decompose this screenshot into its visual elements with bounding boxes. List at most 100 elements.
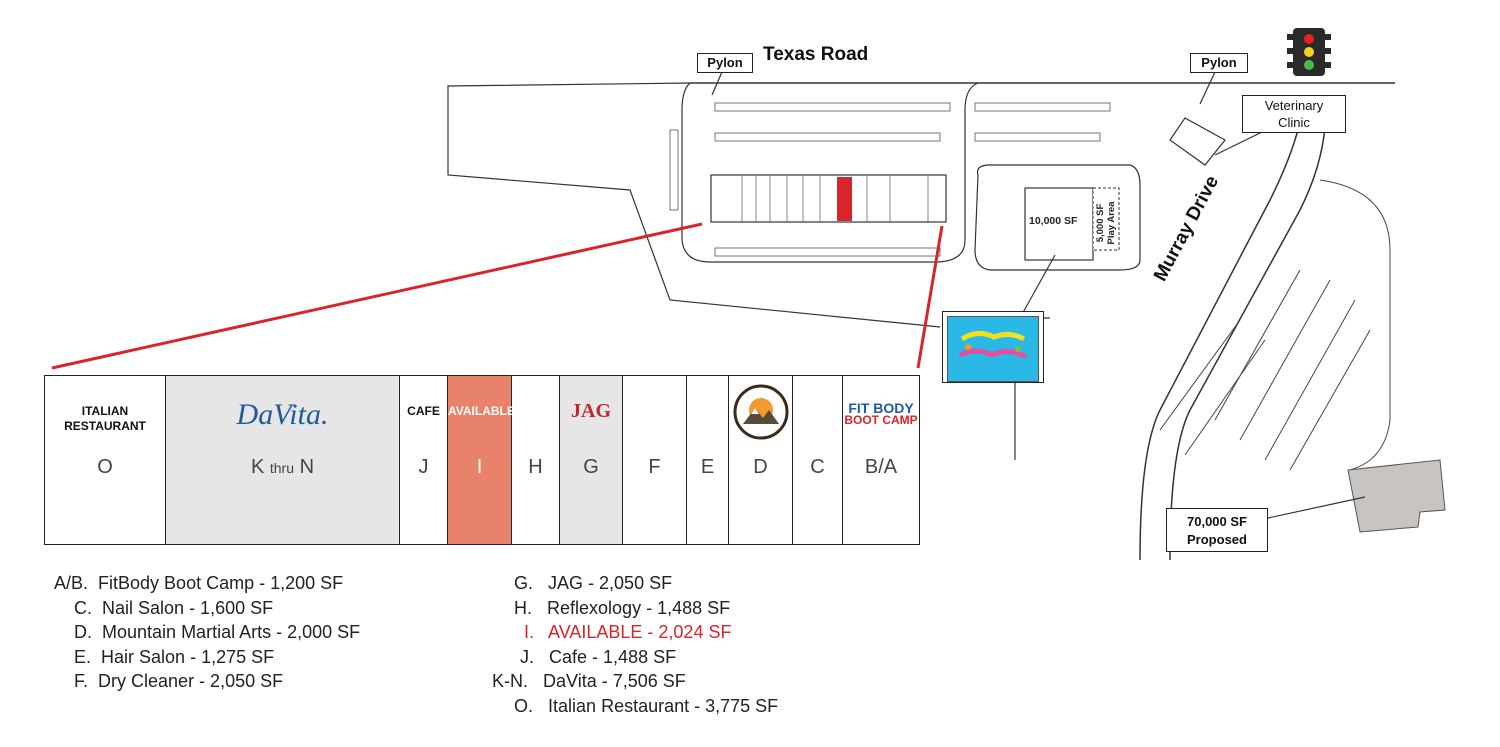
parking-lot-left: [681, 82, 979, 263]
veterinary-callout: Veterinary Clinic: [1242, 95, 1346, 133]
veterinary-line2: Clinic: [1278, 115, 1310, 130]
veterinary-building: [1169, 117, 1226, 166]
unit-thru: thru: [269, 460, 294, 476]
proposed-pointer: [1267, 496, 1366, 519]
legend-text: DaVita - 7,506 SF: [543, 671, 686, 692]
play-area: [1092, 187, 1120, 251]
legend-text: Dry Cleaner - 2,050 SF: [98, 671, 284, 692]
unit-i-letter: I: [476, 456, 483, 478]
play-area-line1: 5,000 SF: [1095, 203, 1106, 243]
unit-i-name: AVAILABLE: [448, 404, 515, 418]
fitbody-logo-line2: BOOT CAMP: [844, 413, 918, 427]
legend-code: G.: [514, 573, 534, 593]
unit-c-letter: C: [810, 456, 825, 478]
veterinary-line1: Veterinary: [1264, 98, 1324, 113]
legend-text: JAG - 2,050 SF: [548, 573, 673, 593]
legend-item: E. Hair Salon - 1,275 SF: [54, 645, 360, 670]
pylon-right-pointer: [1199, 71, 1216, 105]
legend-code: E.: [74, 646, 92, 667]
unit-f: F: [623, 376, 687, 544]
legend-text: Mountain Martial Arts - 2,000 SF: [102, 622, 361, 643]
legend-item: G. JAG - 2,050 SF: [492, 571, 778, 596]
legend-code: F.: [74, 671, 89, 692]
legend-item-available: I. AVAILABLE - 2,024 SF: [492, 620, 778, 645]
legend-item: F. Dry Cleaner - 2,050 SF: [54, 669, 360, 694]
learning-experience-logo: [947, 316, 1039, 382]
unit-k-n-letter: K thru N: [166, 456, 399, 479]
unit-g: JAG G: [560, 376, 623, 544]
parking-rows: [669, 102, 1111, 257]
mountain-martial-arts-logo: [733, 384, 789, 440]
pylon-left-callout: Pylon: [697, 53, 753, 73]
property-outline: [447, 82, 941, 328]
legend-text: AVAILABLE - 2,024 SF: [548, 622, 732, 643]
pylon-left-label: Pylon: [707, 55, 743, 70]
legend-left: A/B. FitBody Boot Camp - 1,200 SF C. Nai…: [54, 571, 360, 694]
zoom-line-right: [916, 225, 944, 369]
unit-d: D: [729, 376, 793, 544]
legend-item: O. Italian Restaurant - 3,775 SF: [492, 694, 778, 719]
legend-code: H.: [514, 597, 532, 618]
storefront-strip: ITALIAN RESTAURANT O DaVita. K thru N CA…: [44, 375, 920, 545]
pylon-right-label: Pylon: [1201, 55, 1237, 70]
pylon-right-callout: Pylon: [1190, 53, 1248, 73]
proposed-callout: 70,000 SF Proposed: [1166, 508, 1268, 552]
fitbody-logo-line1: FIT BODY: [848, 400, 914, 416]
jag-logo: JAG: [571, 400, 611, 422]
learning-pointer: [1018, 254, 1056, 319]
unit-o: ITALIAN RESTAURANT O: [45, 376, 166, 544]
legend-item: J. Cafe - 1,488 SF: [492, 645, 778, 670]
unit-k-letter: K: [250, 456, 265, 478]
legend-item: D. Mountain Martial Arts - 2,000 SF: [54, 620, 360, 645]
unit-j: CAFE J: [400, 376, 448, 544]
unit-b-a-letter: B/A: [864, 456, 898, 478]
unit-d-letter: D: [753, 456, 768, 478]
unit-e: E: [687, 376, 729, 544]
unit-j-name: CAFE: [407, 404, 440, 418]
unit-n-letter: N: [299, 456, 315, 478]
legend-text: Nail Salon - 1,600 SF: [102, 597, 274, 618]
vet-pointer: [1214, 131, 1263, 156]
legend-item: C. Nail Salon - 1,600 SF: [54, 596, 360, 621]
parking-lot-center: [974, 164, 1141, 271]
legend-code: K-N.: [492, 671, 528, 692]
unit-j-letter: J: [418, 456, 429, 478]
legend-text: Italian Restaurant - 3,775 SF: [548, 695, 779, 716]
unit-e-letter: E: [700, 456, 715, 478]
unit-k-n: DaVita. K thru N: [166, 376, 400, 544]
unit-h: H: [512, 376, 560, 544]
learning-experience-graphic: [958, 331, 1028, 360]
unit-h-letter: H: [528, 456, 543, 478]
available-unit-map: [837, 177, 852, 221]
legend-code: O.: [514, 695, 534, 716]
zoom-line-left: [51, 222, 703, 370]
play-area-line2: Play Area: [1106, 201, 1117, 245]
legend-text: FitBody Boot Camp - 1,200 SF: [98, 573, 344, 593]
building-10000-label: 10,000 SF: [1029, 215, 1078, 227]
legend-right: G. JAG - 2,050 SF H. Reflexology - 1,488…: [492, 571, 778, 719]
legend-code: D.: [74, 622, 92, 643]
legend-item: H. Reflexology - 1,488 SF: [492, 596, 778, 621]
legend-item: A/B. FitBody Boot Camp - 1,200 SF: [54, 571, 360, 596]
traffic-light-icon: [1287, 28, 1331, 76]
davita-logo: DaVita.: [236, 398, 329, 431]
unit-g-letter: G: [583, 456, 599, 478]
legend-text: Hair Salon - 1,275 SF: [101, 646, 275, 667]
proposed-line2: Proposed: [1187, 532, 1247, 547]
parking-lot-right: [1159, 179, 1391, 471]
unit-o-name-line1: ITALIAN: [81, 404, 129, 418]
legend-code: A/B.: [54, 573, 89, 593]
unit-f-letter: F: [648, 456, 661, 478]
unit-o-name: ITALIAN RESTAURANT: [45, 404, 165, 434]
fitbody-logo: FIT BODY BOOT CAMP: [843, 400, 919, 427]
legend-item: K-N. DaVita - 7,506 SF: [492, 669, 778, 694]
unit-i: AVAILABLE I: [448, 376, 515, 544]
texas-road-label: Texas Road: [763, 44, 869, 65]
proposed-building: [1347, 459, 1446, 533]
unit-o-name-line2: RESTAURANT: [64, 419, 146, 433]
proposed-line1: 70,000 SF: [1187, 514, 1247, 529]
legend-code: C.: [74, 597, 92, 618]
unit-o-letter: O: [97, 456, 113, 478]
legend-code: J.: [520, 646, 535, 667]
main-building: [710, 174, 947, 223]
